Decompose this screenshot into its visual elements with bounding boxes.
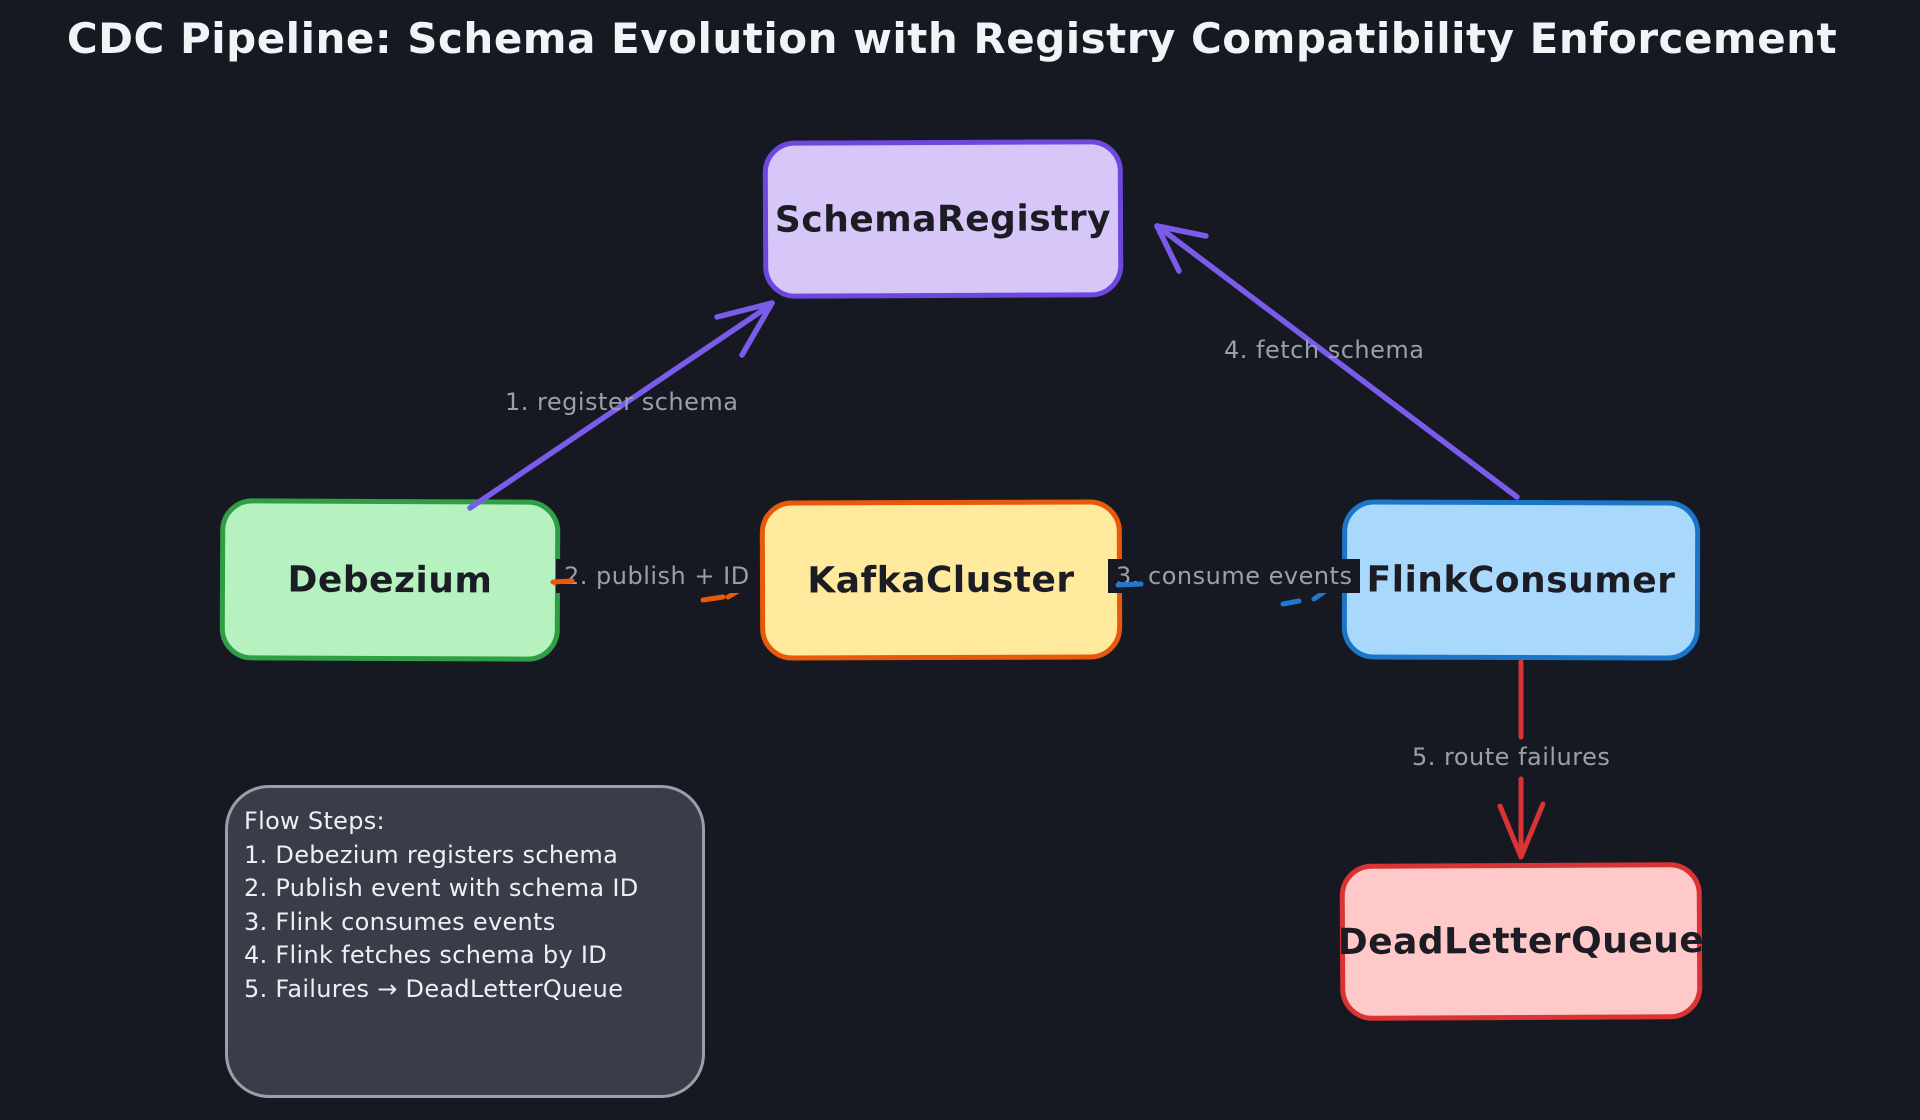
edge-label-route-failures[interactable]: 5. route failures <box>1404 740 1619 774</box>
flow-steps-note[interactable]: Flow Steps: 1. Debezium registers schema… <box>225 785 705 1098</box>
node-dead-letter-queue[interactable]: DeadLetterQueue <box>1337 862 1705 1021</box>
node-debezium[interactable]: Debezium <box>219 498 561 662</box>
node-flink-consumer[interactable]: FlinkConsumer <box>1341 499 1701 661</box>
node-dead-letter-queue-label: DeadLetterQueue <box>1337 920 1705 963</box>
node-kafka-cluster-label: KafkaCluster <box>807 559 1075 601</box>
edge-consume-events-fragments <box>1115 581 1302 607</box>
flow-step-1: 1. Debezium registers schema <box>244 840 619 869</box>
node-flink-consumer-label: FlinkConsumer <box>1366 558 1676 602</box>
flow-step-4: 4. Flink fetches schema by ID <box>244 941 608 969</box>
flow-step-3: 3. Flink consumes events <box>244 907 556 936</box>
node-schema-registry[interactable]: SchemaRegistry <box>762 139 1124 299</box>
edge-label-fetch-schema[interactable]: 4. fetch schema <box>1224 336 1425 364</box>
node-kafka-cluster[interactable]: KafkaCluster <box>759 499 1123 661</box>
flow-steps-heading: Flow Steps: <box>244 807 385 835</box>
node-debezium-label: Debezium <box>287 559 493 601</box>
edge-label-register-schema[interactable]: 1. register schema <box>505 388 739 416</box>
flow-step-2: 2. Publish event with schema ID <box>244 874 639 902</box>
edge-label-publish-id[interactable]: 2. publish + ID <box>556 559 758 593</box>
flow-step-5: 5. Failures → DeadLetterQueue <box>244 974 624 1003</box>
diagram-title: CDC Pipeline: Schema Evolution with Regi… <box>66 14 1838 63</box>
edge-publish-id-fragments <box>550 578 726 603</box>
edge-fetch-schema-arrow[interactable] <box>1154 223 1520 500</box>
edge-route-failures-arrow[interactable] <box>1497 659 1546 860</box>
node-schema-registry-label: SchemaRegistry <box>774 197 1112 241</box>
edge-register-schema-arrow[interactable] <box>467 300 775 511</box>
edge-label-consume-events[interactable]: 3. consume events <box>1108 559 1361 593</box>
